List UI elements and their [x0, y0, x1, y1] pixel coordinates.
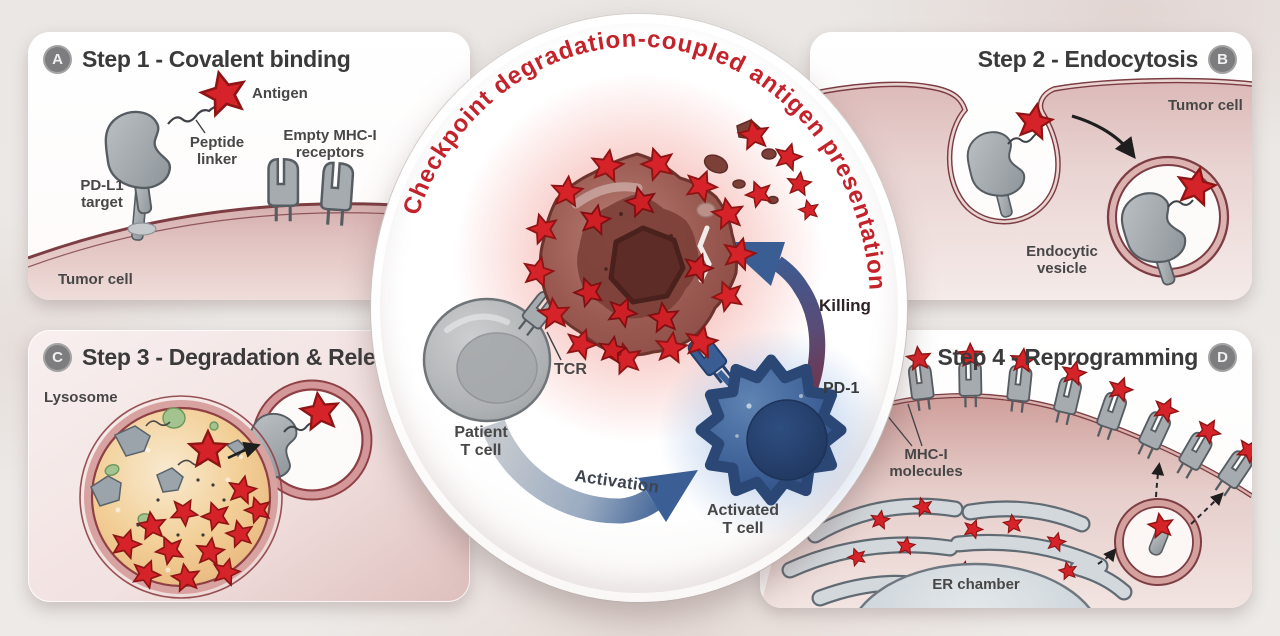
peptide-linker-pointer — [195, 119, 206, 134]
lysosome — [79, 395, 283, 599]
release-vesicle — [230, 379, 373, 503]
tcr-receptor — [513, 288, 562, 341]
dying-tumor-cell — [519, 116, 822, 376]
trafficking-arrows — [1097, 462, 1224, 565]
label-tumor-cell-a: Tumor cell — [58, 271, 133, 288]
label-er-chamber: ER chamber — [932, 576, 1020, 593]
step4-illustration — [760, 330, 1252, 608]
antigen-star-icon — [681, 322, 721, 360]
peptide-linker-squiggle — [167, 104, 219, 125]
sparkle-dots — [115, 447, 244, 573]
er-chamber-dome — [859, 562, 1091, 608]
label-mhc-molecules: MHC-I molecules — [889, 446, 963, 480]
killing-arrow — [723, 242, 826, 430]
pd1-receptor — [681, 322, 742, 397]
label-antigen: Antigen — [252, 85, 308, 102]
central-cycle-diagram: Checkpoint degradation-coupled antigen p… — [371, 14, 907, 602]
debris-dots — [136, 478, 226, 537]
surface-antigen-stars — [569, 182, 717, 365]
step3-illustration — [79, 379, 373, 599]
label-peptide-linker: Peptide linker — [189, 134, 245, 168]
badge-b: B — [1208, 45, 1237, 74]
tumor-crack — [697, 225, 712, 283]
release-arrow — [227, 441, 261, 460]
panel-title-step3: Step 3 - Degradation & Release — [82, 344, 413, 370]
endocytic-vesicle — [1106, 155, 1230, 294]
badge-c: C — [43, 343, 72, 372]
panel-step3: C Step 3 - Degradation & Release Lysosom… — [28, 330, 470, 602]
tumor-core — [608, 225, 686, 305]
patient-t-cell — [422, 297, 552, 423]
label-lysosome: Lysosome — [44, 389, 118, 406]
mhc-label-pointers — [885, 403, 923, 447]
panel-title-step4: Step 4 - Reprogramming — [937, 344, 1199, 370]
badge-a: A — [43, 45, 72, 74]
pdl1-antigen-complex — [100, 66, 251, 241]
panel-step1: A Step 1 - Covalent binding Antigen Pept… — [28, 32, 470, 300]
tumor-glow — [454, 73, 824, 443]
panel-title-step2: Step 2 - Endocytosis — [977, 46, 1199, 72]
transport-vesicle — [1114, 498, 1202, 586]
label-tumor-cell-b: Tumor cell — [1168, 97, 1243, 114]
label-activated-t-cell: Activated T cell — [706, 502, 780, 538]
panel-title-step1: Step 1 - Covalent binding — [82, 46, 351, 72]
label-patient-t-cell: Patient T cell — [454, 424, 508, 460]
pdl1-complex-in-pit — [961, 100, 1056, 224]
badge-d: D — [1208, 343, 1237, 372]
perimeter-antigen-stars — [519, 142, 760, 376]
step2-illustration — [810, 77, 1252, 300]
label-empty-mhc: Empty MHC-I receptors — [283, 127, 377, 161]
label-activation: Activation — [573, 466, 661, 497]
label-pd1: PD-1 — [823, 380, 860, 397]
degraded-fragments — [90, 425, 246, 507]
escaping-antigen-stars — [736, 116, 822, 222]
tumor-fragments — [696, 119, 779, 218]
activated-t-cell — [695, 354, 847, 506]
panel-step2: B Step 2 - Endocytosis Tumor cell Endocy… — [810, 32, 1252, 300]
tcr-pointer — [546, 331, 562, 361]
label-killing: Killing — [819, 296, 871, 315]
tumor-dots — [604, 212, 673, 271]
label-tcr: TCR — [554, 361, 587, 378]
label-pdl1-target: PD-L1 target — [80, 177, 124, 211]
endocytosis-arrow — [1071, 114, 1136, 159]
er-golgi-stack — [781, 494, 1133, 608]
label-endocytic-vesicle: Endocytic vesicle — [1026, 243, 1098, 277]
